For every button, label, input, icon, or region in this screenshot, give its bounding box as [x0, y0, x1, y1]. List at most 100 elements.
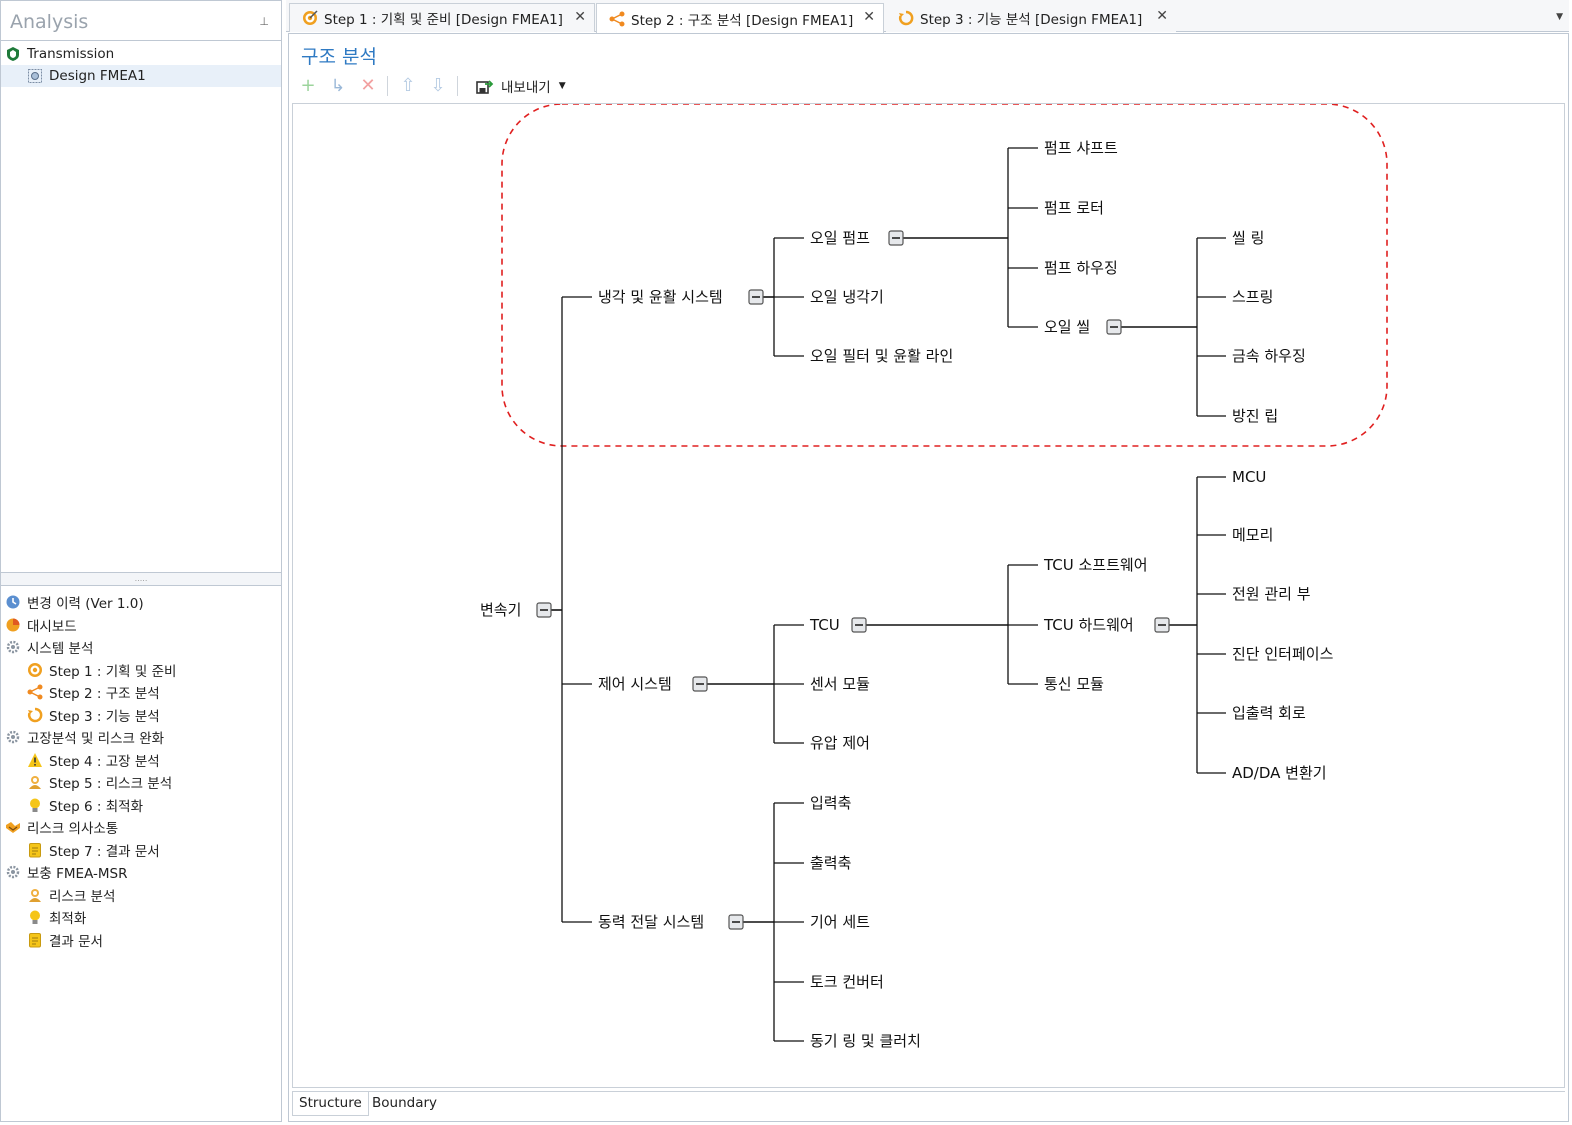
tree-node-sealring[interactable]: 씰 링: [1232, 229, 1264, 247]
nav-item[interactable]: Step 3 : 기능 분석: [27, 704, 160, 726]
tree-node-input[interactable]: 입력축: [810, 794, 851, 812]
tree-node-memory[interactable]: 메모리: [1232, 526, 1273, 544]
tree-item-label: Transmission: [27, 46, 115, 62]
tree-node-dustlip[interactable]: 방진 립: [1232, 407, 1278, 425]
tab-structure[interactable]: Structure: [292, 1092, 369, 1116]
tree-item-label: Design FMEA1: [49, 68, 146, 84]
nav-item-label: Step 1 : 기획 및 준비: [49, 663, 177, 680]
nav-item[interactable]: 리스크 의사소통: [5, 816, 118, 838]
nav-item[interactable]: 시스템 분석: [5, 636, 93, 658]
analysis-panel-header: Analysis ⊥: [1, 1, 281, 41]
tree-node-power[interactable]: 동력 전달 시스템: [598, 913, 704, 931]
lightbulb-icon: [30, 910, 40, 924]
toolbar: + ↳ ✕ ⇧ ⇩ 내보내기 ▼: [297, 74, 587, 100]
nav-item[interactable]: 변경 이력 (Ver 1.0): [5, 591, 144, 613]
nav-item[interactable]: Step 6 : 최적화: [27, 794, 143, 816]
tree-node-io[interactable]: 입출력 회로: [1232, 704, 1306, 722]
nav-item[interactable]: Step 2 : 구조 분석: [27, 681, 160, 703]
nav-item-label: 대시보드: [27, 618, 77, 635]
tree-node-pumphousing[interactable]: 펌프 하우징: [1044, 259, 1118, 277]
tree-node-tcu[interactable]: TCU: [809, 616, 840, 634]
gear-icon: [6, 865, 20, 879]
nav-item[interactable]: 대시보드: [5, 614, 77, 636]
nav-item-label: Step 7 : 결과 문서: [49, 843, 160, 860]
lightbulb-icon: [30, 798, 40, 812]
tree-node-metalhousing[interactable]: 금속 하우징: [1232, 347, 1306, 365]
tree-node-ctrl[interactable]: 제어 시스템: [598, 675, 672, 693]
arrow-down-icon[interactable]: ⇩: [430, 75, 446, 96]
nav-item-label: 시스템 분석: [27, 641, 94, 657]
tree-node-oilfilter[interactable]: 오일 필터 및 윤활 라인: [810, 347, 953, 365]
nav-item[interactable]: 결과 문서: [27, 929, 103, 951]
share-icon: [609, 11, 625, 26]
nav-item-label: 고장분석 및 리스크 완화: [27, 731, 165, 747]
tab-step1[interactable]: Step 1 : 기획 및 준비 [Design FMEA1] ✕: [289, 3, 595, 32]
nav-item-label: Step 5 : 리스크 분석: [49, 776, 173, 792]
tree-node-hydraulic[interactable]: 유압 제어: [810, 734, 870, 752]
nav-item[interactable]: Step 5 : 리스크 분석: [27, 771, 172, 793]
tree-node-tcusw[interactable]: TCU 소프트웨어: [1043, 556, 1148, 574]
tree-node-powermgmt[interactable]: 전원 관리 부: [1232, 585, 1311, 603]
gear-icon: [6, 730, 20, 744]
tree-node-spring[interactable]: 스프링: [1232, 288, 1273, 306]
arrow-up-icon[interactable]: ⇧: [400, 75, 416, 96]
tree-node-oilcooler[interactable]: 오일 냉각기: [810, 288, 884, 306]
tree-node-sensor[interactable]: 센서 모듈: [810, 675, 870, 693]
nav-item-label: Step 3 : 기능 분석: [49, 708, 160, 725]
analysis-panel: Analysis ⊥ Transmission Design FMEA1 ...…: [0, 0, 282, 1122]
risk-person-icon: [29, 888, 41, 902]
highlight-region: [501, 104, 1388, 447]
arrow-return-icon[interactable]: ↳: [330, 76, 346, 96]
tree-node-mcu[interactable]: MCU: [1232, 468, 1266, 486]
nav-item-label: Step 4 : 고장 분석: [49, 753, 160, 770]
tree-node-oilseal[interactable]: 오일 씰: [1044, 318, 1090, 336]
tree-node-sync[interactable]: 동기 링 및 클러치: [810, 1032, 921, 1050]
pin-icon[interactable]: ⊥: [259, 15, 269, 28]
tree-node-tcuhw[interactable]: TCU 하드웨어: [1043, 616, 1134, 634]
tree-node-adda[interactable]: AD/DA 변환기: [1232, 764, 1327, 782]
nav-item[interactable]: Step 1 : 기획 및 준비: [27, 659, 176, 681]
toolbar-separator: [387, 76, 388, 96]
page-title: 구조 분석: [301, 46, 377, 68]
tree-item-design-fmea1[interactable]: Design FMEA1: [1, 65, 281, 87]
nav-item[interactable]: Step 7 : 결과 문서: [27, 839, 160, 861]
nav-item[interactable]: 최적화: [27, 906, 86, 928]
target-icon: [28, 662, 42, 677]
notepad-icon: [29, 842, 41, 857]
nav-item[interactable]: 리스크 분석: [27, 884, 115, 906]
tab-list-dropdown-icon[interactable]: ▼: [1556, 12, 1563, 22]
export-button[interactable]: 내보내기 ▼: [475, 74, 566, 98]
tree-node-output[interactable]: 출력축: [810, 854, 851, 872]
tree-node-gearset[interactable]: 기어 세트: [810, 913, 870, 931]
tab-step3[interactable]: Step 3 : 기능 분석 [Design FMEA1] ✕: [886, 3, 1176, 32]
nav-item[interactable]: 고장분석 및 리스크 완화: [5, 726, 164, 748]
tree-node-pumpshaft[interactable]: 펌프 샤프트: [1044, 139, 1118, 157]
tree-node-cool[interactable]: 냉각 및 윤활 시스템: [598, 288, 723, 306]
close-icon[interactable]: ✕: [360, 75, 376, 96]
tree-node-diag[interactable]: 진단 인터페이스: [1232, 645, 1334, 663]
nav-item[interactable]: Step 4 : 고장 분석: [27, 749, 160, 771]
tree-item-transmission[interactable]: Transmission: [1, 43, 281, 65]
analysis-panel-title: Analysis: [10, 11, 89, 33]
nav-item[interactable]: 보충 FMEA-MSR: [5, 861, 127, 883]
tree-node-comm[interactable]: 통신 모듈: [1044, 675, 1104, 693]
tab-step2[interactable]: Step 2 : 구조 분석 [Design FMEA1] ✕: [596, 3, 884, 33]
tree-node-root[interactable]: 변속기: [480, 601, 521, 619]
cycle-icon: [898, 10, 914, 25]
tree-node-oilpump[interactable]: 오일 펌프: [810, 229, 870, 247]
export-icon: [476, 80, 494, 94]
shield-icon: [7, 47, 19, 61]
tree-node-pumprotor[interactable]: 펌프 로터: [1044, 199, 1104, 217]
nav-item-label: 리스크 의사소통: [27, 821, 119, 837]
close-icon[interactable]: ✕: [574, 9, 586, 25]
tree-node-torque[interactable]: 토크 컨버터: [810, 973, 884, 991]
panel-splitter[interactable]: .....: [1, 572, 281, 586]
notepad-icon: [29, 932, 41, 947]
tab-boundary[interactable]: Boundary: [372, 1095, 438, 1111]
nav-item-label: Step 6 : 최적화: [49, 798, 144, 815]
plus-icon[interactable]: +: [300, 75, 316, 96]
close-icon[interactable]: ✕: [863, 9, 875, 25]
close-icon[interactable]: ✕: [1156, 8, 1168, 24]
